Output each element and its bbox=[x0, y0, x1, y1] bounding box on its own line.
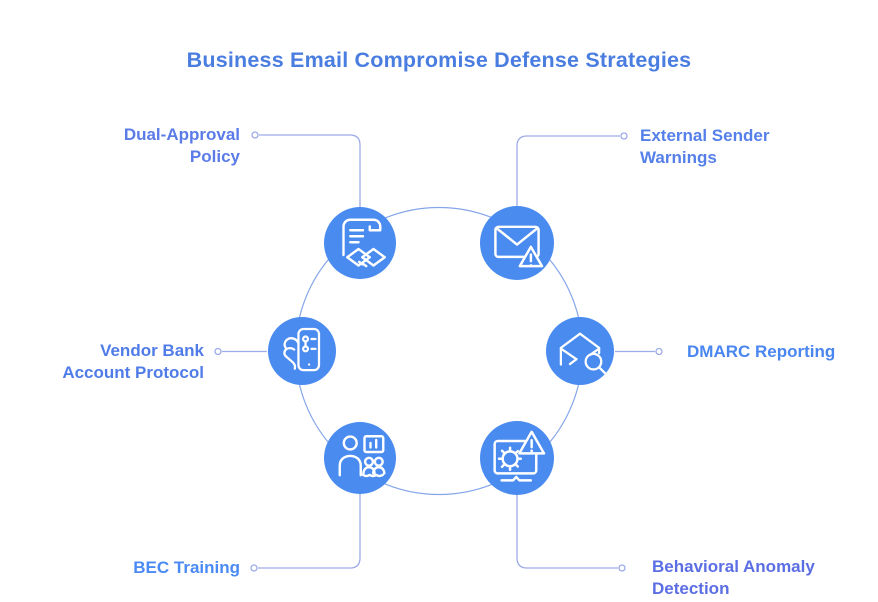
node-dmarc-reporting bbox=[546, 317, 614, 385]
label-dmarc-reporting: DMARC Reporting bbox=[687, 342, 836, 361]
node-dual-approval-policy bbox=[324, 207, 396, 279]
label-dual-approval-policy: Dual-Approval Policy bbox=[123, 125, 240, 166]
connector-external-sender-warnings bbox=[516, 135, 620, 207]
connector-dot-dual-approval-policy bbox=[251, 131, 259, 139]
open-envelope-magnifier-icon bbox=[559, 332, 608, 376]
connector-dot-behavioral-anomaly-detection bbox=[618, 564, 626, 572]
node-vendor-bank-account-protocol bbox=[268, 317, 336, 385]
node-external-sender-warnings bbox=[480, 206, 554, 280]
document-handshake-icon bbox=[342, 218, 386, 268]
hand-phone-checklist-icon bbox=[283, 327, 321, 372]
presentation-training-icon bbox=[338, 435, 386, 478]
connector-dot-vendor-bank-account-protocol bbox=[214, 347, 222, 356]
connector-dot-dmarc-reporting bbox=[655, 347, 663, 356]
node-bec-training bbox=[324, 422, 396, 494]
connector-dot-bec-training bbox=[250, 564, 258, 572]
label-bec-training: BEC Training bbox=[133, 558, 240, 577]
page-title: Business Email Compromise Defense Strate… bbox=[186, 48, 692, 72]
connector-behavioral-anomaly-detection bbox=[516, 494, 618, 569]
label-external-sender-warnings: External Sender Warnings bbox=[640, 126, 770, 167]
connector-dot-external-sender-warnings bbox=[620, 132, 628, 140]
label-vendor-bank-account-protocol: Vendor Bank Account Protocol bbox=[62, 341, 204, 382]
connector-bec-training bbox=[258, 493, 361, 569]
envelope-warning-icon bbox=[494, 225, 544, 268]
monitor-bug-alert-icon bbox=[493, 430, 546, 482]
node-behavioral-anomaly-detection bbox=[480, 421, 554, 495]
label-behavioral-anomaly-detection: Behavioral Anomaly Detection bbox=[652, 557, 815, 598]
connector-dual-approval-policy bbox=[259, 134, 361, 208]
